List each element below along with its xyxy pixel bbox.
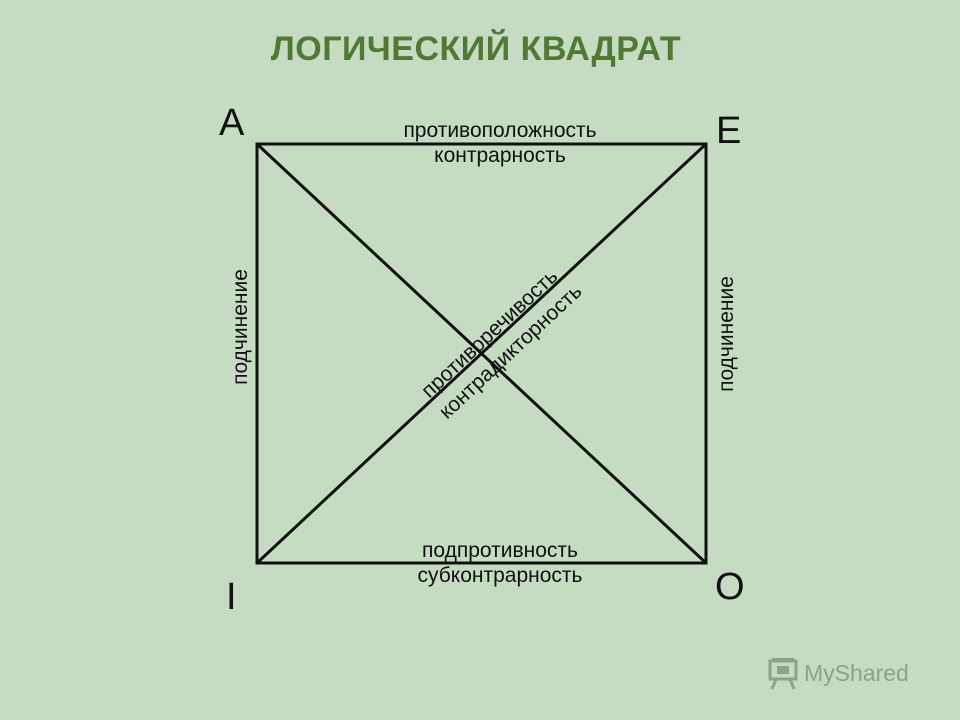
top-relation-label: противоположность контрарность (360, 118, 640, 168)
watermark-text: MyShared (804, 659, 909, 686)
bottom-relation-label: подпротивность субконтрарность (360, 538, 640, 588)
diagonal-e-i (255, 142, 708, 565)
watermark-logo: MyShared (768, 656, 909, 690)
corner-label-a: A (219, 102, 245, 144)
bottom-relation-line-2: субконтрарность (417, 564, 583, 588)
diagram-title: ЛОГИЧЕСКИЙ КВАДРАТ (270, 30, 682, 68)
bottom-relation-line-1: подпротивность (422, 539, 578, 562)
corner-label-i: I (226, 576, 237, 618)
square-frame (255, 142, 708, 565)
presentation-board-icon (768, 658, 798, 690)
right-relation-label: подчинение (715, 276, 738, 392)
corner-label-o: O (715, 566, 745, 608)
top-relation-line-1: противоположность (403, 119, 597, 142)
left-relation-label: подчинение (229, 269, 252, 385)
top-relation-line-2: контрарность (434, 144, 566, 168)
corner-label-e: E (716, 110, 742, 152)
